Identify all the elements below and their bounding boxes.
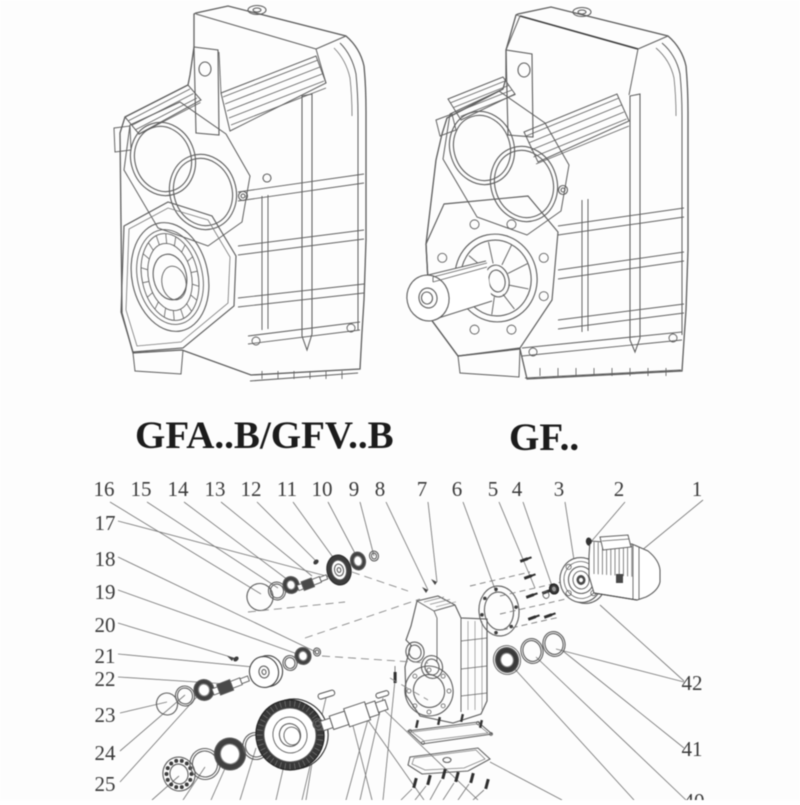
svg-text:24: 24 bbox=[95, 741, 117, 765]
svg-text:20: 20 bbox=[95, 613, 116, 637]
svg-text:12: 12 bbox=[241, 477, 262, 501]
svg-text:7: 7 bbox=[417, 477, 428, 501]
svg-text:GFA..B/GFV..B: GFA..B/GFV..B bbox=[135, 414, 394, 457]
svg-text:17: 17 bbox=[95, 511, 116, 535]
svg-text:8: 8 bbox=[375, 477, 386, 501]
svg-text:21: 21 bbox=[95, 644, 116, 668]
svg-text:11: 11 bbox=[277, 477, 297, 501]
svg-text:25: 25 bbox=[95, 772, 116, 796]
svg-text:9: 9 bbox=[349, 477, 360, 501]
svg-text:6: 6 bbox=[452, 477, 463, 501]
svg-text:4: 4 bbox=[512, 477, 523, 501]
svg-text:19: 19 bbox=[95, 580, 116, 604]
svg-text:42: 42 bbox=[682, 671, 703, 695]
svg-text:15: 15 bbox=[131, 477, 152, 501]
svg-text:GF..: GF.. bbox=[509, 416, 579, 459]
svg-text:22: 22 bbox=[95, 667, 116, 691]
svg-text:41: 41 bbox=[682, 737, 703, 761]
svg-text:13: 13 bbox=[205, 477, 226, 501]
svg-text:3: 3 bbox=[554, 477, 565, 501]
svg-text:5: 5 bbox=[488, 477, 499, 501]
svg-text:18: 18 bbox=[95, 547, 116, 571]
svg-text:23: 23 bbox=[95, 703, 116, 727]
svg-text:10: 10 bbox=[312, 477, 333, 501]
svg-text:14: 14 bbox=[168, 477, 190, 501]
svg-text:1: 1 bbox=[692, 477, 703, 501]
svg-text:2: 2 bbox=[614, 477, 625, 501]
svg-text:40: 40 bbox=[684, 789, 705, 800]
svg-text:16: 16 bbox=[94, 477, 115, 501]
